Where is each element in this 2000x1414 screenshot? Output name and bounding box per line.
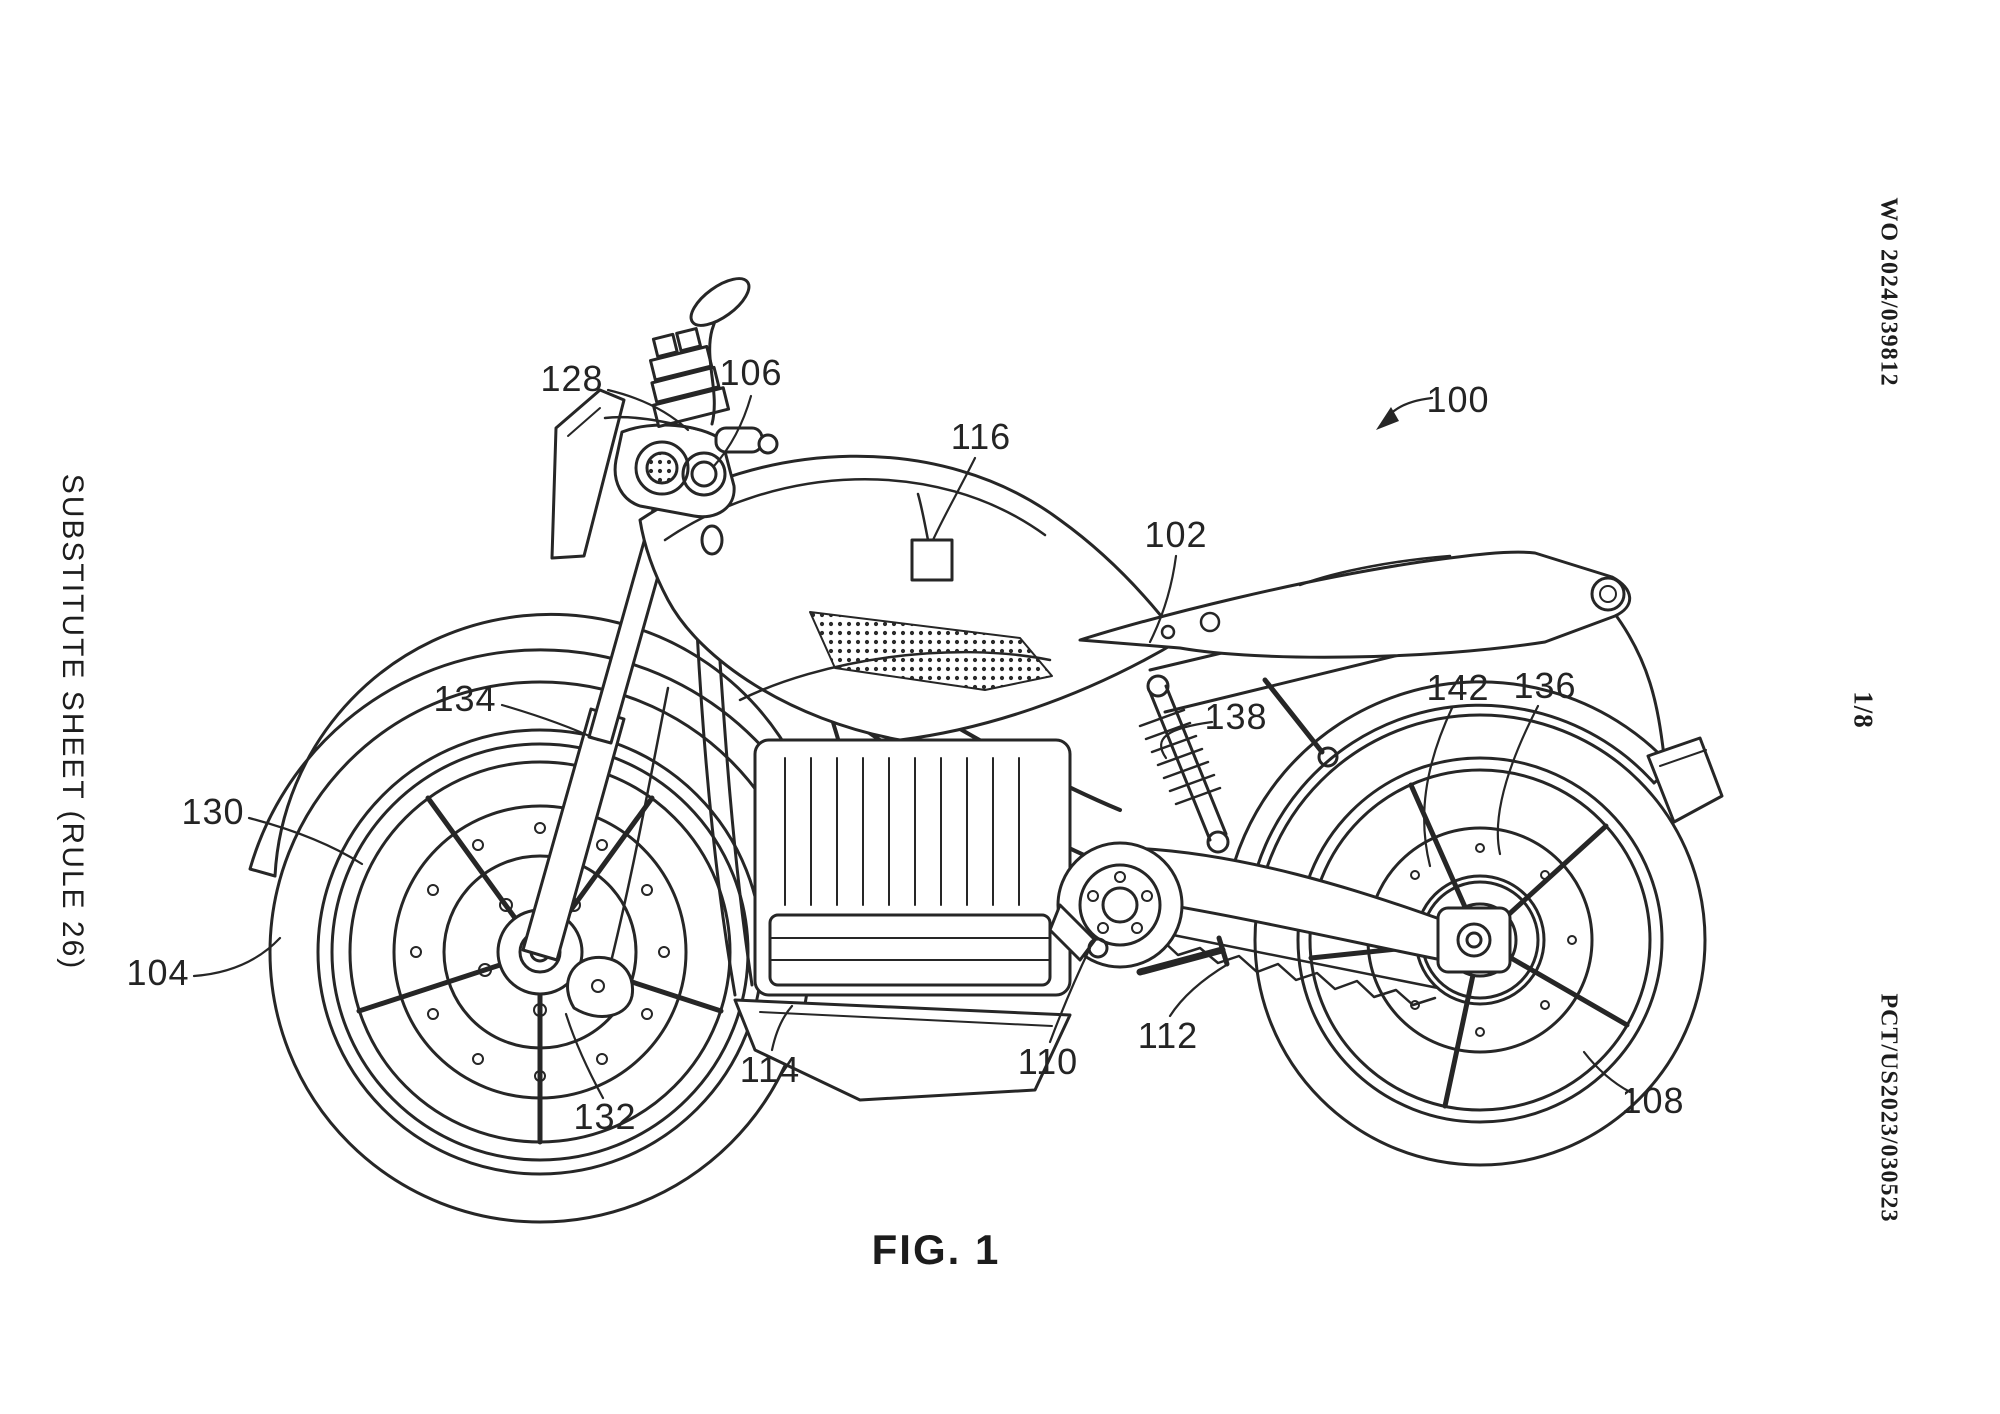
leader-110 xyxy=(1048,946,1092,1044)
tail-light xyxy=(1590,576,1626,612)
mirror-stalk xyxy=(708,316,718,426)
headlight-lens xyxy=(634,440,690,496)
ref-label-134: 134 xyxy=(433,678,497,719)
brake-lever xyxy=(603,415,702,432)
leader-106 xyxy=(712,394,753,468)
mirror xyxy=(689,277,751,327)
ref-label-106: 106 xyxy=(719,352,783,393)
ref-label-110: 110 xyxy=(1017,1041,1079,1082)
belly-pan xyxy=(733,998,1072,1102)
front-brake-caliper xyxy=(566,955,635,1018)
leader-142 xyxy=(1423,706,1454,868)
ref-label-142: 142 xyxy=(1426,667,1490,708)
front-turn-signal xyxy=(700,524,724,556)
leader-112 xyxy=(1168,962,1230,1018)
publication-number: WO 2024/039812 xyxy=(1875,197,1902,387)
passenger-peg xyxy=(1317,746,1339,768)
leader-108 xyxy=(1582,1050,1632,1094)
ref-label-130: 130 xyxy=(181,791,245,832)
battery-fins xyxy=(784,757,1020,906)
cockpit xyxy=(550,277,779,560)
handlebar-risers xyxy=(648,327,731,429)
figure-caption: FIG. 1 xyxy=(871,1226,1001,1273)
mud-flap xyxy=(1646,736,1724,824)
application-number: PCT/US2023/030523 xyxy=(1875,993,1902,1223)
ref-label-112: 112 xyxy=(1137,1015,1199,1056)
ref-label-114: 114 xyxy=(739,1049,801,1090)
leader-116 xyxy=(931,456,977,542)
front-brake-disc xyxy=(392,804,688,1100)
leader-102 xyxy=(1148,554,1178,644)
fuel-tank-bodywork xyxy=(638,454,1182,742)
ref-label-100: 100 xyxy=(1426,379,1490,420)
bar-end xyxy=(757,433,779,455)
leader-104 xyxy=(192,936,282,978)
leader-134 xyxy=(500,703,600,742)
throttle-grip xyxy=(714,426,764,454)
sensor-box-116 xyxy=(910,492,954,582)
leader-128 xyxy=(606,388,690,432)
seat-tail xyxy=(1078,550,1632,659)
left-margin-text: SUBSTITUTE SHEET (RULE 26) xyxy=(56,473,89,971)
ref-label-104: 104 xyxy=(126,952,190,993)
leader-138 xyxy=(1160,720,1214,760)
ref-label-128: 128 xyxy=(540,358,604,399)
front-wheel xyxy=(268,680,812,1224)
battery-pack xyxy=(753,738,1072,997)
ref-label-108: 108 xyxy=(1621,1080,1685,1121)
mudflap-hanger xyxy=(1610,608,1666,758)
sheet-number: 1/8 xyxy=(1848,691,1879,729)
leader-114 xyxy=(770,1004,794,1052)
arrow-100-head xyxy=(1376,407,1399,430)
leader-130 xyxy=(247,816,364,866)
ref-label-138: 138 xyxy=(1204,696,1268,737)
leader-132 xyxy=(564,1012,605,1100)
ref-label-102: 102 xyxy=(1144,514,1208,555)
ref-label-136: 136 xyxy=(1513,665,1577,706)
side-stand xyxy=(1136,935,1230,976)
leader-136 xyxy=(1496,704,1540,856)
shock-spring xyxy=(1138,708,1222,806)
fly-screen xyxy=(550,388,626,560)
ref-label-116: 116 xyxy=(950,416,1012,457)
rear-shock xyxy=(1138,674,1230,854)
tank-vent xyxy=(809,611,1053,691)
leader-lines xyxy=(192,388,1632,1100)
ref-label-132: 132 xyxy=(573,1096,637,1137)
